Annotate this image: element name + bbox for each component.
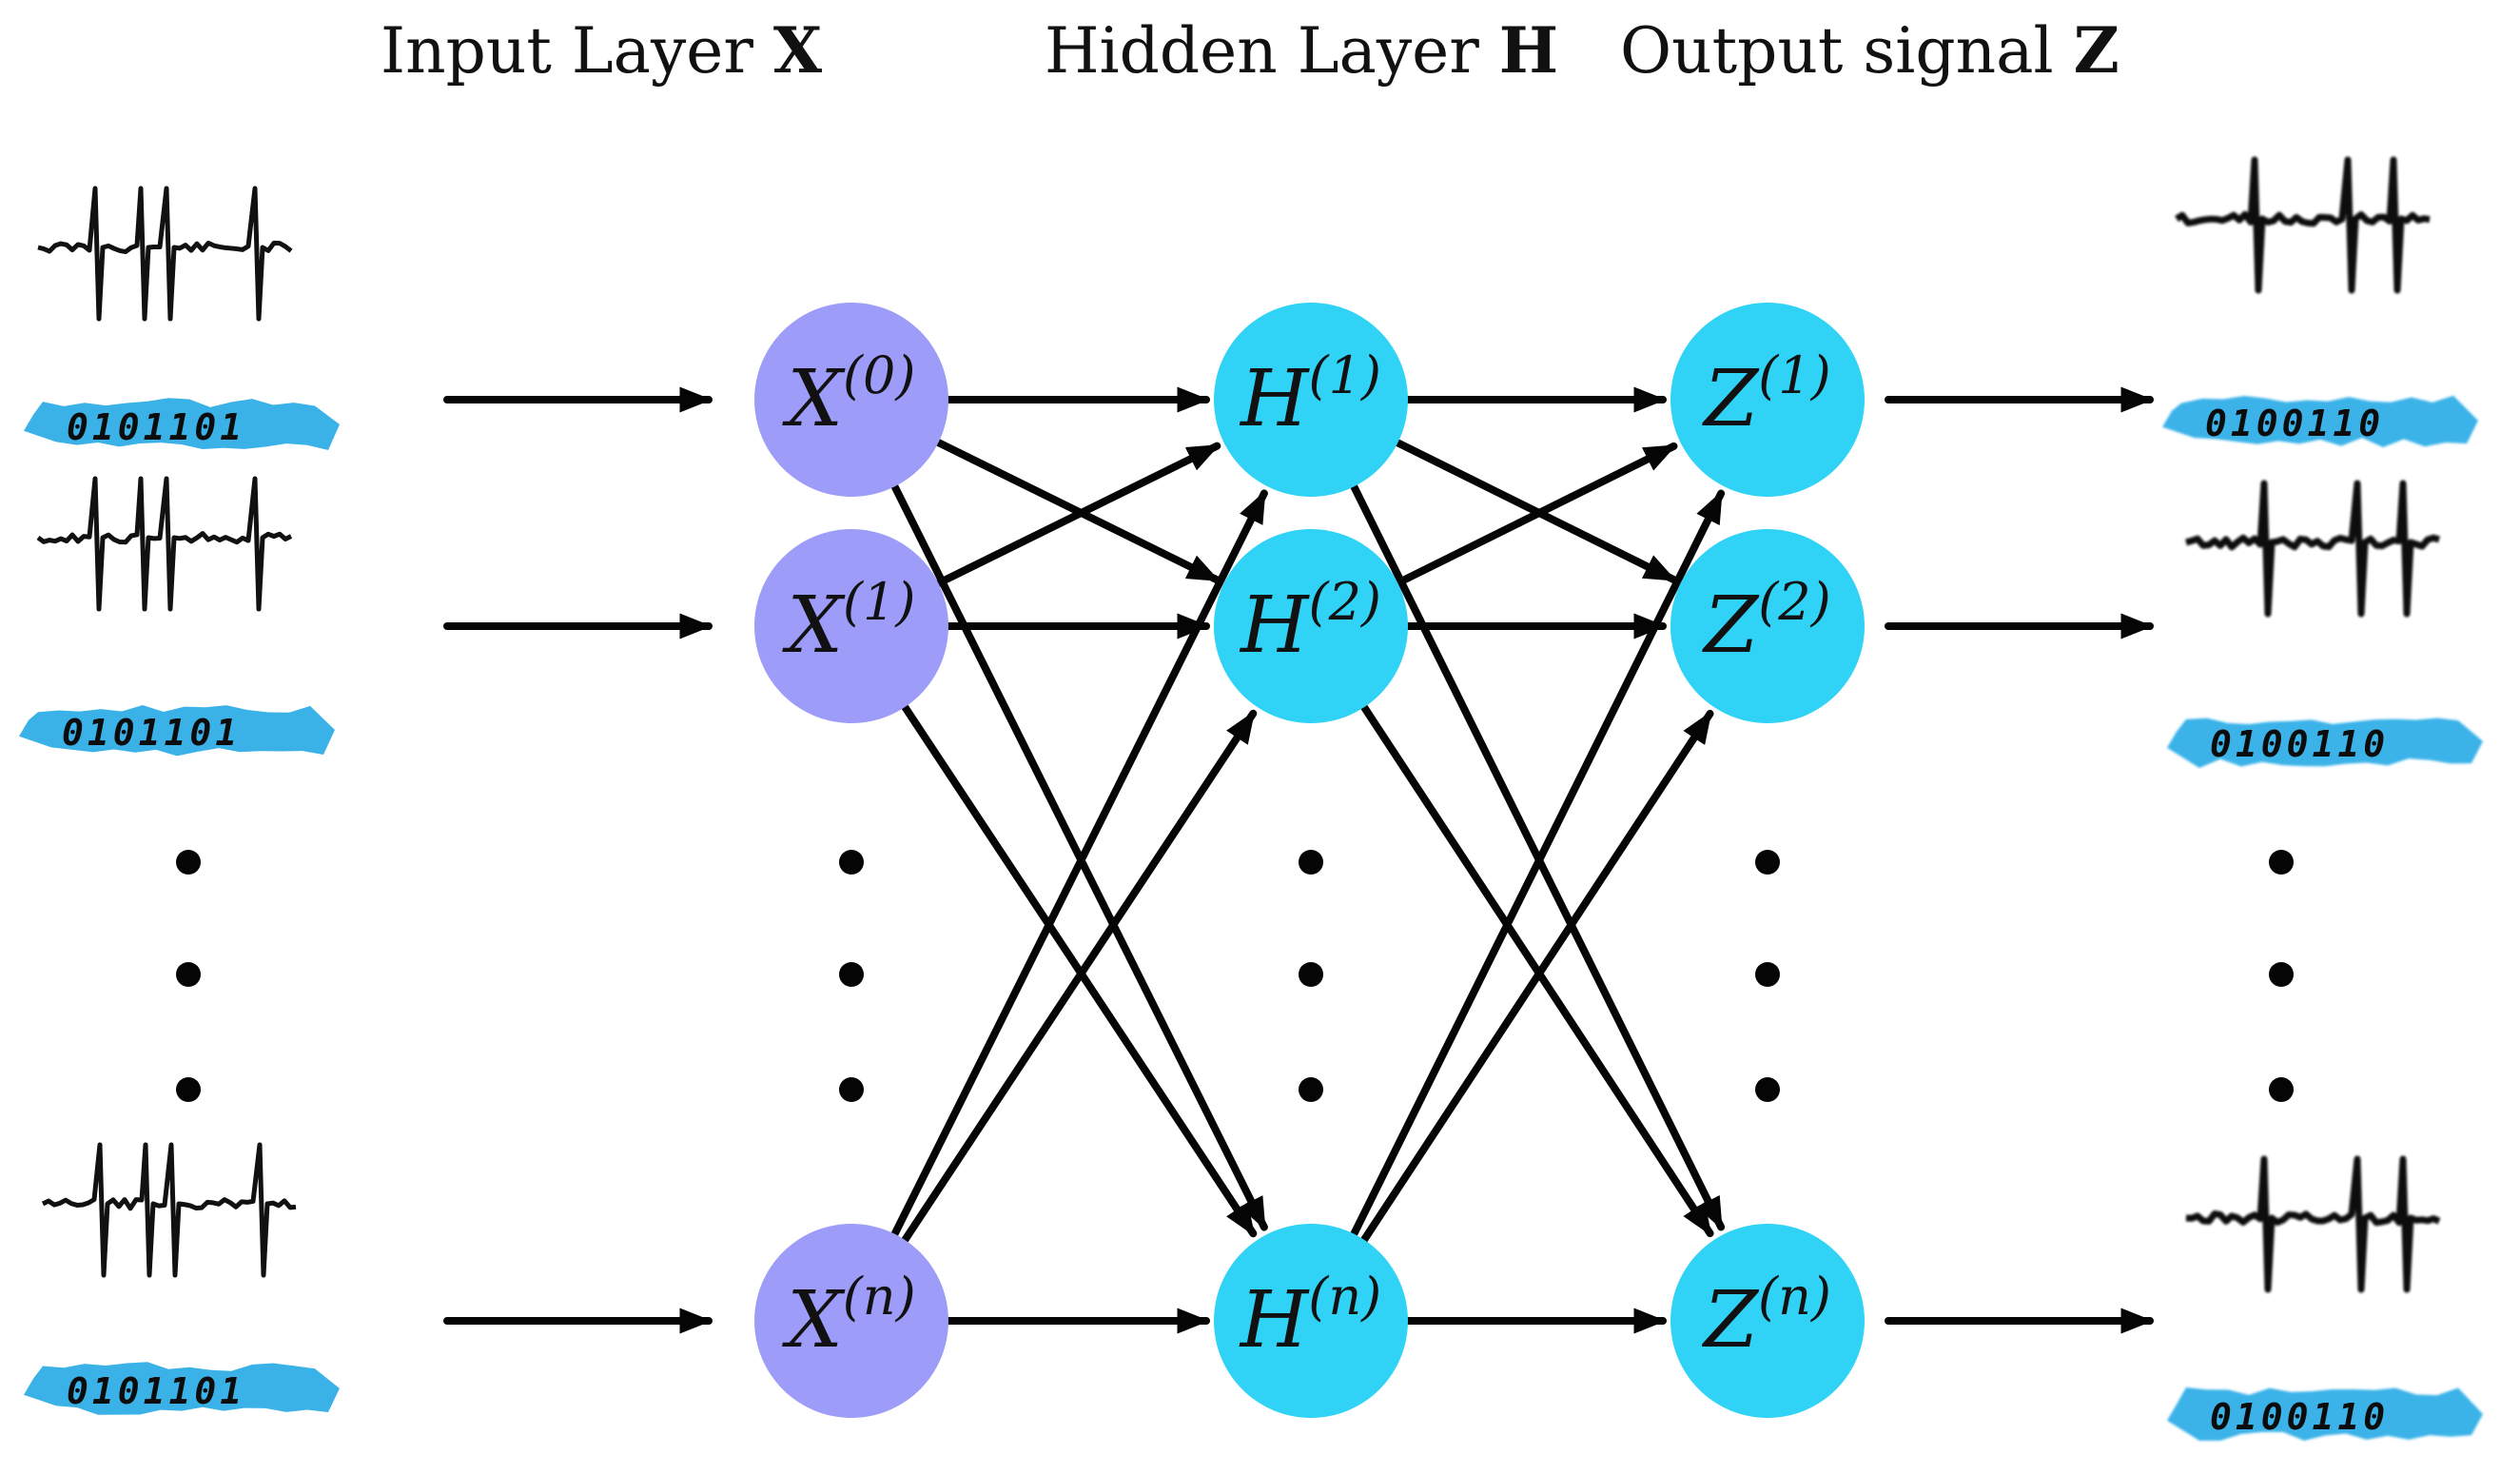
output-signals: 0100110 0100110 0100110 — [2162, 156, 2483, 1441]
output-node-2: Z(2) — [1670, 529, 1865, 723]
ellipsis-dot — [176, 850, 201, 875]
binary-code-tag: 0101101 — [19, 705, 335, 757]
network-nodes: X(0) X(1) X(n) H(1) H(2) — [754, 303, 1865, 1418]
node-circle — [1670, 303, 1865, 497]
ellipsis-dot — [2269, 962, 2294, 987]
node-label: Z(2) — [1701, 572, 1830, 671]
connection-arrows — [443, 386, 2154, 1334]
input-signal-n: 0101101 — [24, 1142, 340, 1415]
node-label: Z(n) — [1701, 1267, 1831, 1366]
node-label: H(1) — [1239, 345, 1381, 444]
node-circle — [1214, 303, 1408, 497]
header-hidden-layer: Hidden Layer H — [1045, 13, 1558, 88]
node-circle — [754, 529, 948, 723]
ellipsis-dots — [176, 850, 2294, 1102]
waveform-icon — [37, 186, 293, 322]
input-signal-1: 0101101 — [19, 476, 335, 757]
binary-code-text: 0100110 — [2210, 1396, 2389, 1438]
ellipsis-dot — [839, 962, 864, 987]
connection-arrow — [1358, 699, 1714, 1238]
input-signals: 0101101 0101101 0101101 — [19, 186, 340, 1415]
connection-arrow — [899, 709, 1258, 1248]
input-node-n: X(n) — [754, 1224, 948, 1418]
connection-arrow — [1390, 437, 1678, 584]
binary-code-tag: 0100110 — [2167, 1387, 2483, 1441]
node-circle — [1214, 1224, 1408, 1418]
binary-code-text: 0101101 — [67, 406, 245, 448]
connection-arrow — [1358, 709, 1714, 1248]
output-node-n: Z(n) — [1670, 1224, 1865, 1418]
output-signal-n: 0100110 — [2167, 1155, 2483, 1441]
hidden-node-n: H(n) — [1214, 1224, 1408, 1418]
ellipsis-dot — [176, 1077, 201, 1102]
node-circle — [754, 1224, 948, 1418]
node-label: X(1) — [782, 572, 916, 671]
node-label: H(n) — [1239, 1267, 1381, 1366]
ellipsis-dot — [2269, 1077, 2294, 1102]
node-circle — [1214, 529, 1408, 723]
header-input-layer: Input Layer X — [381, 13, 823, 88]
ellipsis-dot — [176, 962, 201, 987]
node-label: X(0) — [782, 345, 916, 444]
hidden-node-1: H(1) — [1214, 303, 1408, 497]
ellipsis-dot — [1299, 962, 1323, 987]
connection-arrow — [930, 442, 1221, 589]
connection-arrow — [889, 479, 1268, 1231]
binary-code-text: 0100110 — [2205, 403, 2384, 444]
node-label: Z(1) — [1701, 345, 1830, 444]
connection-arrow — [1348, 479, 1726, 1231]
node-circle — [754, 303, 948, 497]
hidden-node-2: H(2) — [1214, 529, 1408, 723]
waveform-icon — [2185, 480, 2440, 618]
waveform-icon — [2185, 1155, 2441, 1293]
input-node-0: X(0) — [754, 303, 948, 497]
node-label: H(2) — [1239, 572, 1381, 671]
ellipsis-dot — [839, 850, 864, 875]
input-signal-0: 0101101 — [24, 186, 340, 451]
binary-code-text: 0100110 — [2210, 723, 2389, 765]
binary-code-tag: 0101101 — [24, 1362, 340, 1415]
binary-code-tag: 0100110 — [2167, 718, 2483, 768]
binary-code-text: 0101101 — [67, 1370, 245, 1412]
output-signal-1: 0100110 — [2162, 156, 2478, 447]
output-node-1: Z(1) — [1670, 303, 1865, 497]
node-circle — [1670, 529, 1865, 723]
waveform-icon — [36, 476, 293, 612]
binary-code-tag: 0101101 — [24, 398, 340, 451]
output-signal-2: 0100110 — [2167, 480, 2483, 768]
waveform-icon — [2175, 156, 2431, 294]
ellipsis-dot — [839, 1077, 864, 1102]
header-output-signal: Output signal Z — [1620, 13, 2120, 88]
binary-code-tag: 0100110 — [2162, 395, 2478, 447]
connection-arrow — [899, 699, 1258, 1238]
ellipsis-dot — [1755, 850, 1780, 875]
connection-arrow — [889, 489, 1268, 1242]
connection-arrow — [1348, 489, 1726, 1242]
connection-arrow — [1390, 442, 1678, 589]
ellipsis-dot — [1755, 1077, 1780, 1102]
ellipsis-dot — [1299, 1077, 1323, 1102]
connection-arrow — [930, 437, 1221, 584]
waveform-icon — [41, 1142, 297, 1278]
input-node-1: X(1) — [754, 529, 948, 723]
ellipsis-dot — [1755, 962, 1780, 987]
node-label: X(n) — [781, 1267, 915, 1366]
ellipsis-dot — [1299, 850, 1323, 875]
binary-code-text: 0101101 — [62, 712, 241, 754]
ellipsis-dot — [2269, 850, 2294, 875]
node-circle — [1670, 1224, 1865, 1418]
